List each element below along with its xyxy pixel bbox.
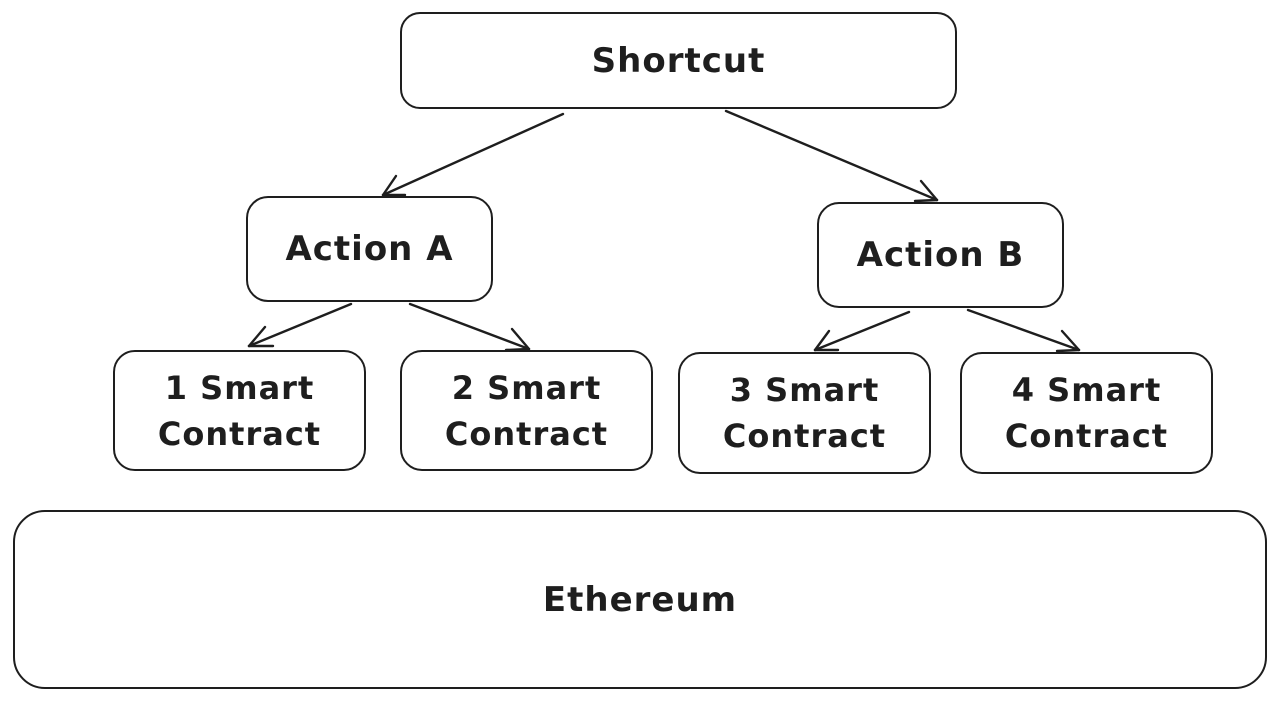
shortcut-label: Shortcut [591, 40, 766, 81]
arrow-shortcut-to-action-a [381, 112, 565, 197]
action-b-label: Action B [856, 235, 1025, 275]
action-a-label: Action A [285, 229, 454, 269]
smart-contract-4-label-line-1: 4 Smart [1011, 371, 1162, 409]
arrow-action-a-to-sc-1 [247, 302, 353, 348]
smart-contract-3-label-line-1: 3 Smart [729, 371, 880, 409]
smart-contract-2-label-line-2: Contract [444, 414, 609, 453]
smart-contract-1-label-line-2: Contract [157, 414, 322, 453]
action-b-node: Action B [817, 202, 1064, 308]
shortcut-node: Shortcut [400, 12, 957, 109]
arrow-shortcut-to-action-b [724, 109, 939, 203]
smart-contract-3-label-line-2: Contract [722, 417, 887, 455]
arrow-action-b-to-sc-4 [966, 308, 1081, 353]
smart-contract-3-node: 3 Smart Contract [678, 352, 931, 474]
smart-contract-4-label-line-2: Contract [1004, 417, 1169, 455]
arrow-action-b-to-sc-3 [813, 310, 911, 352]
smart-contract-1-node: 1 Smart Contract [113, 350, 366, 471]
smart-contract-2-node: 2 Smart Contract [400, 350, 653, 471]
smart-contract-4-node: 4 Smart Contract [960, 352, 1213, 474]
smart-contract-2-label-line-1: 2 Smart [451, 368, 602, 407]
ethereum-label: Ethereum [542, 579, 738, 620]
ethereum-node: Ethereum [13, 510, 1267, 689]
arrow-action-a-to-sc-2 [408, 302, 531, 352]
smart-contract-1-label-line-1: 1 Smart [164, 368, 315, 407]
action-a-node: Action A [246, 196, 493, 302]
